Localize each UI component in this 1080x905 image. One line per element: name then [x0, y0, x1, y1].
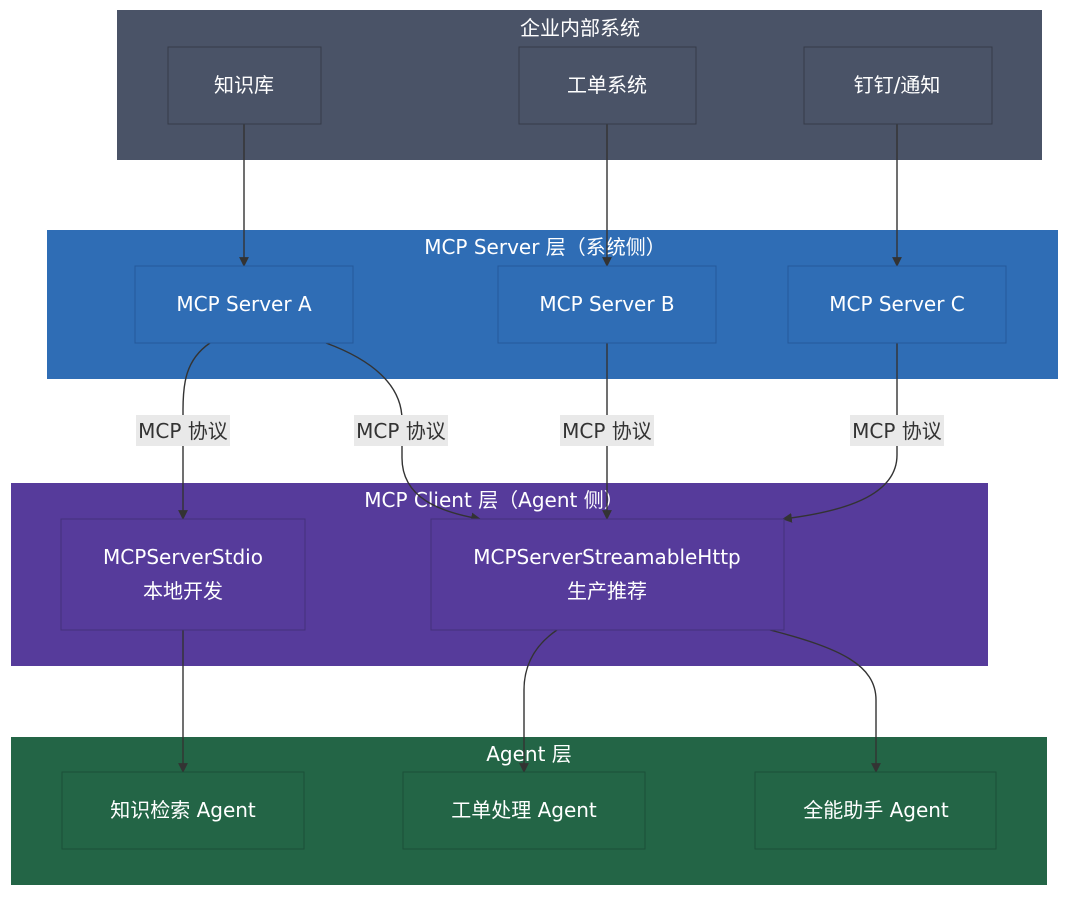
- node-label: 知识检索 Agent: [110, 798, 256, 822]
- edge-label-server-a-http: MCP 协议: [354, 415, 448, 446]
- node-label: MCP Server B: [539, 292, 674, 316]
- node-label: 知识库: [214, 73, 274, 97]
- edge-http-to-agent-ticket: [519, 629, 558, 773]
- node-mcp-server-streamable-http[interactable]: MCPServerStreamableHttp 生产推荐: [430, 518, 785, 631]
- edge-label-server-a-stdio: MCP 协议: [136, 415, 230, 446]
- edge-http-to-agent-all: [769, 629, 881, 773]
- edges: [178, 124, 902, 773]
- node-label: 工单处理 Agent: [451, 798, 597, 822]
- node-label: 全能助手 Agent: [803, 798, 949, 822]
- node-label-line1: MCPServerStreamableHttp: [473, 545, 740, 569]
- edge-label-text: MCP 协议: [852, 419, 942, 443]
- node-ticket-processing-agent[interactable]: 工单处理 Agent: [402, 771, 646, 850]
- node-label-line2: 生产推荐: [567, 579, 647, 603]
- edge-server-c-to-http: [782, 343, 898, 523]
- node-mcp-server-c[interactable]: MCP Server C: [787, 265, 1007, 344]
- node-label: MCP Server A: [176, 292, 312, 316]
- node-all-purpose-assistant-agent[interactable]: 全能助手 Agent: [754, 771, 997, 850]
- node-knowledge-retrieval-agent[interactable]: 知识检索 Agent: [61, 771, 305, 850]
- node-mcp-server-stdio[interactable]: MCPServerStdio 本地开发: [60, 518, 306, 631]
- node-ticket-system[interactable]: 工单系统: [518, 46, 697, 125]
- edge-label-server-b-http: MCP 协议: [560, 415, 654, 446]
- node-knowledge-base[interactable]: 知识库: [167, 46, 322, 125]
- group-server-title: MCP Server 层（系统侧）: [424, 235, 666, 259]
- edge-label-text: MCP 协议: [356, 419, 446, 443]
- edge-label-text: MCP 协议: [562, 419, 652, 443]
- edge-label-server-c-http: MCP 协议: [850, 415, 944, 446]
- group-agent-title: Agent 层: [486, 742, 572, 766]
- group-client-title: MCP Client 层（Agent 侧）: [364, 488, 623, 512]
- node-label: 工单系统: [567, 73, 647, 97]
- node-mcp-server-a[interactable]: MCP Server A: [134, 265, 354, 344]
- node-label: 钉钉/通知: [854, 73, 941, 97]
- node-mcp-server-b[interactable]: MCP Server B: [497, 265, 717, 344]
- edge-server-a-to-stdio: [178, 342, 211, 520]
- node-label-line2: 本地开发: [143, 579, 223, 603]
- node-label: MCP Server C: [829, 292, 965, 316]
- node-dingtalk-notification[interactable]: 钉钉/通知: [803, 46, 993, 125]
- node-label-line1: MCPServerStdio: [103, 545, 263, 569]
- group-enterprise-title: 企业内部系统: [520, 16, 640, 40]
- edge-label-text: MCP 协议: [138, 419, 228, 443]
